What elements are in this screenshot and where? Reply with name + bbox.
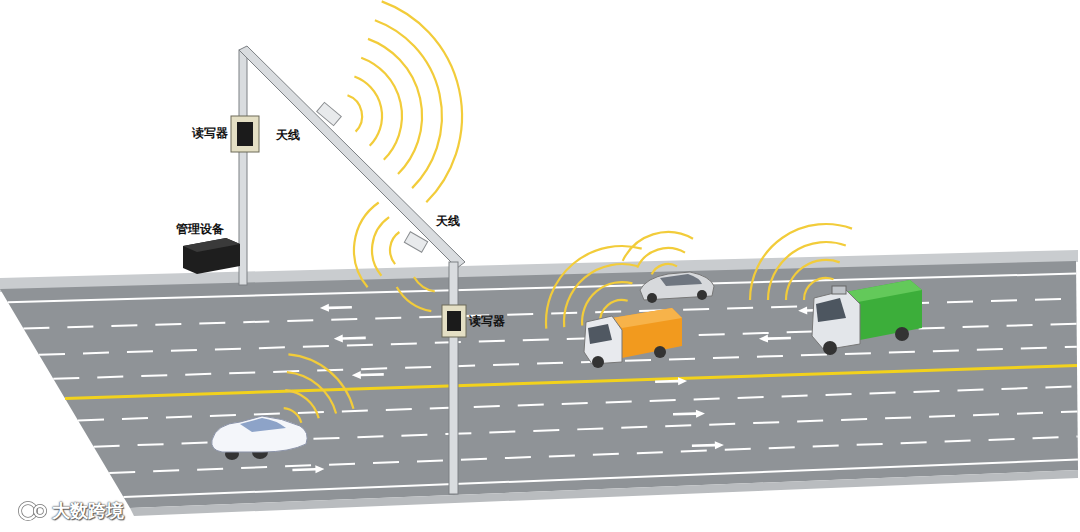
antenna (404, 232, 427, 252)
road-edge (130, 470, 1078, 516)
radio-wave (348, 95, 363, 131)
radio-wave (623, 232, 693, 261)
gantry-pole (239, 46, 465, 494)
lane-line (78, 386, 1077, 420)
radio-wave (382, 1, 462, 202)
lane-line (53, 347, 1077, 379)
radio-wave (287, 372, 336, 413)
truck (584, 308, 682, 368)
lane-line (124, 460, 1078, 498)
radio-wave (288, 354, 353, 409)
radio-wave (285, 390, 318, 418)
radio-wave (368, 39, 422, 174)
part-label: 读写器 (469, 314, 505, 328)
radio-wave (372, 217, 389, 276)
lane-arrows (288, 290, 835, 474)
lane-line (39, 324, 1077, 355)
part-label: 天线 (276, 128, 300, 142)
part-label: 读写器 (192, 126, 228, 140)
radio-wave (768, 242, 846, 300)
lane-lines (8, 274, 1078, 498)
radio-wave (390, 232, 399, 264)
watermark-logo (20, 503, 45, 519)
radio-wave (637, 248, 685, 268)
part-label: 管理设备 (176, 222, 224, 236)
lane-line (65, 366, 1077, 399)
radio-wave (375, 20, 442, 188)
radio-wave (397, 287, 432, 311)
truck (812, 280, 922, 355)
radio-waves (284, 1, 852, 422)
radio-wave (361, 58, 402, 160)
car (640, 272, 714, 303)
antenna (317, 102, 342, 125)
radio-wave (354, 77, 382, 146)
reader-box (442, 305, 466, 337)
road (0, 261, 1078, 508)
radio-wave (414, 277, 435, 292)
part-label: 天线 (436, 214, 460, 228)
watermark: 大数跨境 (52, 500, 124, 522)
management-device (183, 238, 240, 274)
radio-wave (652, 264, 677, 274)
reader-box (231, 116, 259, 152)
car (212, 416, 307, 460)
radio-wave (750, 224, 852, 300)
radio-wave (354, 203, 379, 288)
